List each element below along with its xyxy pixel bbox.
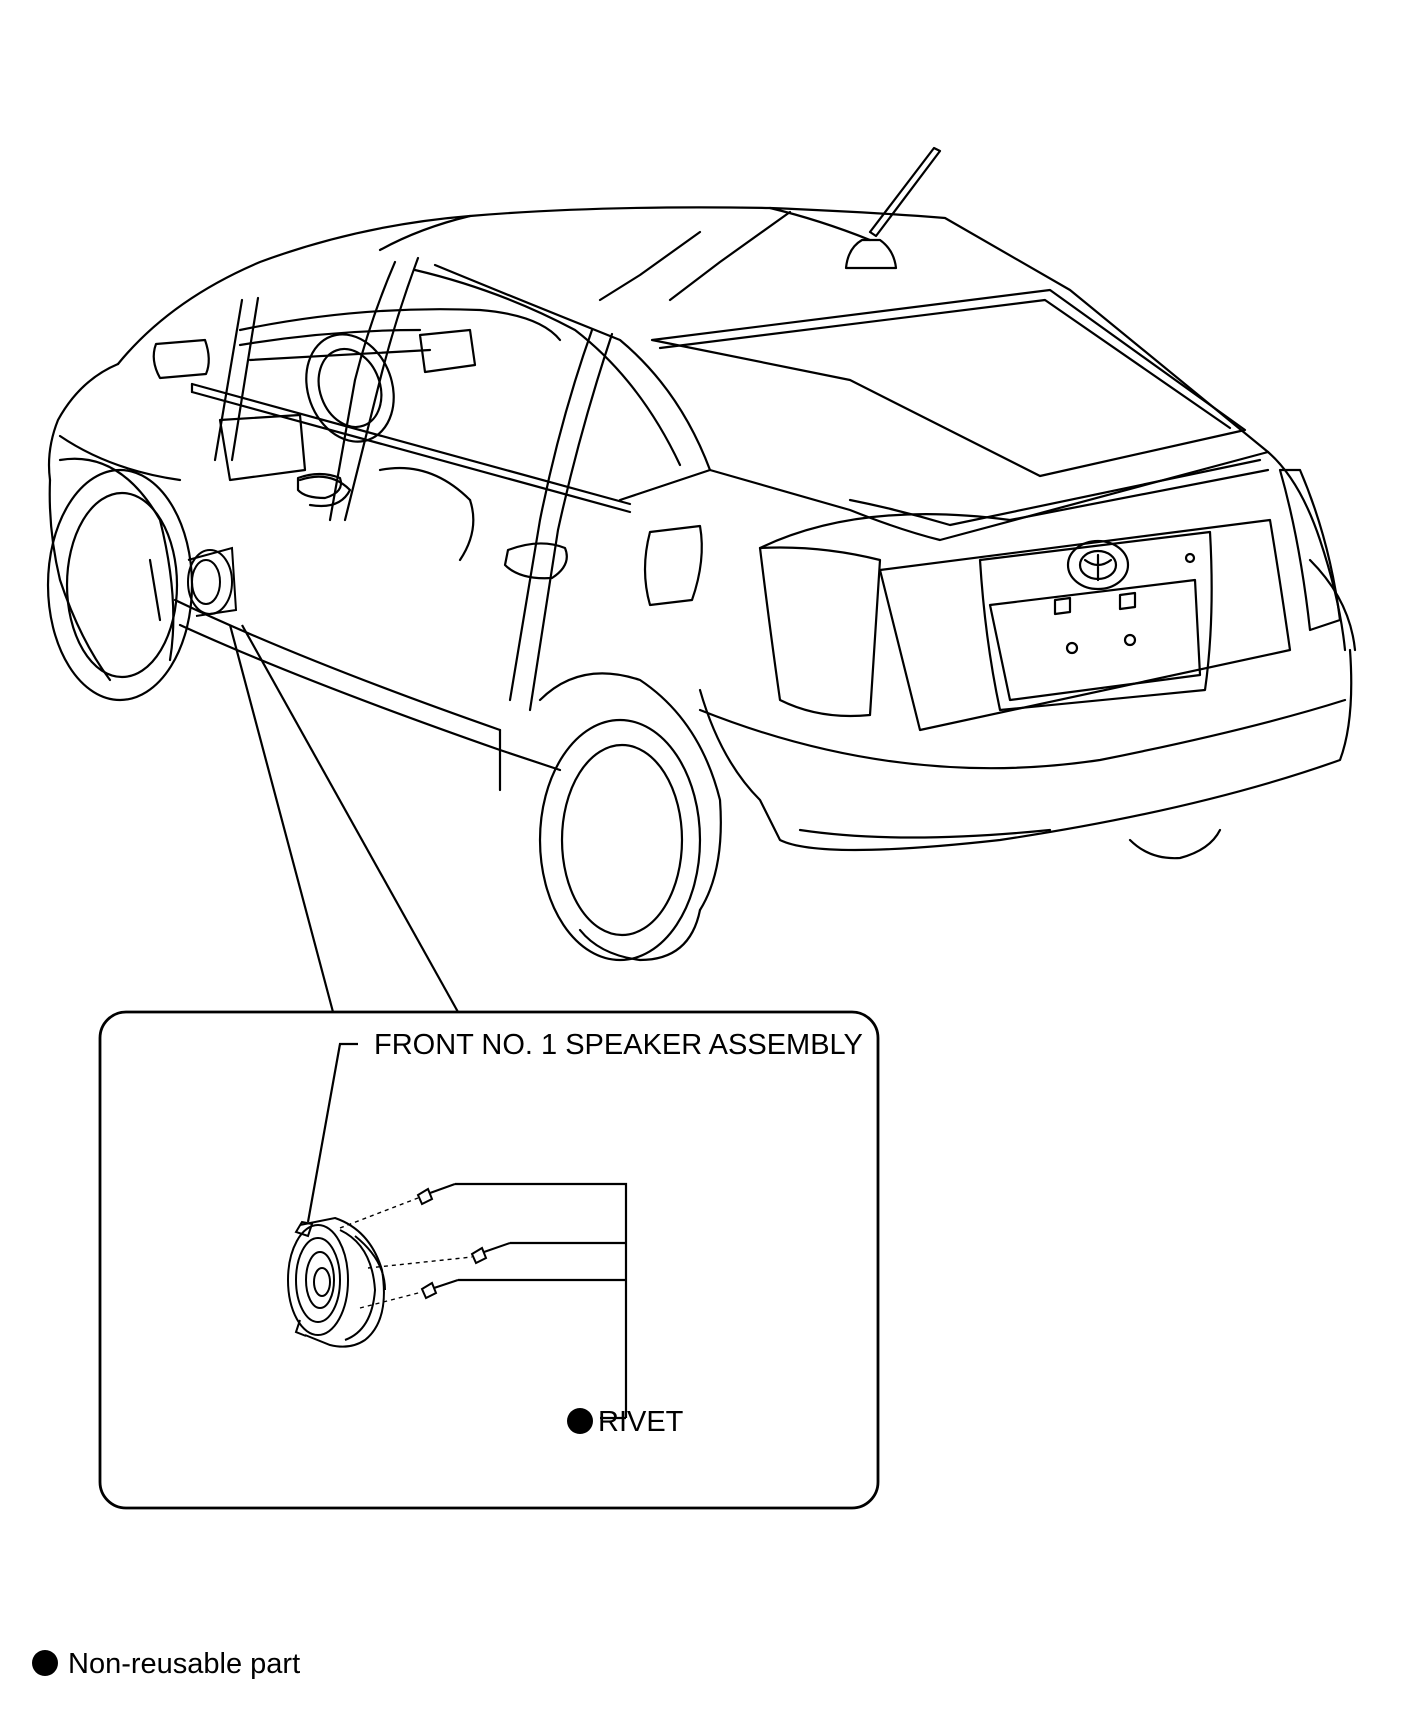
rivet-icons xyxy=(416,1183,511,1300)
detail-leader-lines xyxy=(228,624,459,1013)
speaker-assembly-icon xyxy=(287,1216,386,1348)
callout-lines xyxy=(306,1042,628,1420)
legend-text: Non-reusable part xyxy=(68,1648,300,1680)
speaker-assembly-label: FRONT NO. 1 SPEAKER ASSEMBLY xyxy=(374,1029,863,1061)
rivet-alignment-lines xyxy=(339,1197,473,1309)
car-illustration xyxy=(46,146,1357,962)
detail-inset-box xyxy=(98,1010,880,1510)
legend-marker-icon xyxy=(32,1650,58,1676)
rivet-label: RIVET xyxy=(598,1406,684,1438)
antenna-icon xyxy=(844,146,942,270)
speaker-location-icon xyxy=(187,546,238,617)
non-reusable-marker-icon xyxy=(567,1408,593,1434)
